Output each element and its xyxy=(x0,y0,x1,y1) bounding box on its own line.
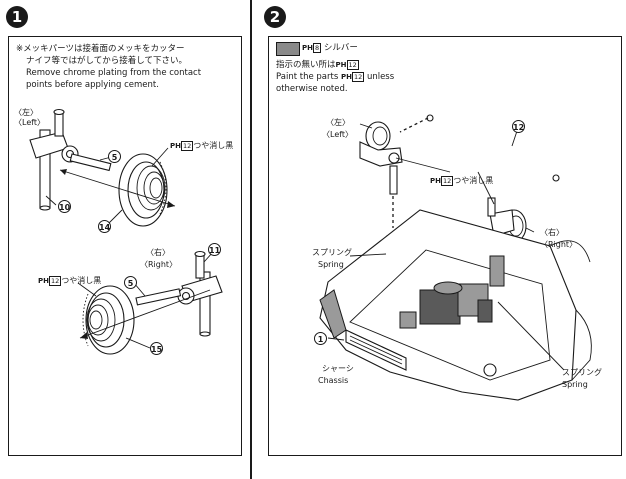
default-paint-en-suffix: unless xyxy=(366,72,395,82)
paint-number: 12 xyxy=(49,276,62,286)
right-label-jp: 〈右〉 xyxy=(540,228,564,237)
default-paint-number: 12 xyxy=(346,60,359,70)
part-callout-icon: 5 xyxy=(108,150,121,163)
swatch-number: 8 xyxy=(313,43,322,53)
paint-number: 12 xyxy=(181,141,194,151)
swatch-name: シルバー xyxy=(323,43,358,53)
right-spring-label-jp: スプリング xyxy=(562,368,602,377)
part-callout-icon: 11 xyxy=(208,243,221,256)
part-callout-icon: 5 xyxy=(124,276,137,289)
swatch-ph-code: PH xyxy=(302,44,313,52)
right-label-en: 〈Right〉 xyxy=(540,240,578,249)
paint-ph-code: PH xyxy=(430,177,441,185)
default-paint-number-en: 12 xyxy=(351,72,365,82)
default-paint-en-prefix: Paint the parts xyxy=(276,72,339,82)
chassis-label-en: Chassis xyxy=(318,376,349,385)
paint-swatch-icon xyxy=(276,42,300,56)
left-knuckle-assembly xyxy=(29,108,176,227)
step-number-icon: 1 xyxy=(6,6,28,28)
left-spring-label-jp: スプリング xyxy=(312,248,352,257)
tie-rod-part xyxy=(399,114,560,182)
left-spring-label-en: Spring xyxy=(318,260,344,269)
part-callout-icon: 10 xyxy=(58,200,71,213)
part-callout-icon: 15 xyxy=(150,342,163,355)
right-label-jp: 〈右〉 xyxy=(146,248,170,257)
step-1-frame xyxy=(8,36,242,456)
step-number-icon: 2 xyxy=(264,6,286,28)
chrome-note-jp-2: ナイフ等ではがしてから接着して下さい。 xyxy=(26,56,187,66)
step-1-illustration xyxy=(29,108,223,355)
chrome-note-jp-1: ※メッキパーツは接着面のメッキをカッター xyxy=(16,44,185,54)
step-2-illustration xyxy=(319,114,592,401)
paint-number: 12 xyxy=(441,176,454,186)
chassis-part xyxy=(319,209,592,401)
step-1-panel: 1 ※メッキパーツは接着面のメッキをカッター ナイフ等ではがしてから接着して下さ… xyxy=(0,0,250,479)
left-label-en: 〈Left〉 xyxy=(14,118,46,127)
left-label-jp: 〈左〉 xyxy=(14,108,38,117)
paint-ph-code: PH xyxy=(38,277,49,285)
default-ph-code-en: PH xyxy=(340,73,352,81)
paint-name: つや消し黒 xyxy=(61,276,102,285)
panel-divider xyxy=(250,0,252,479)
default-paint-jp-text: 指示の無い所は xyxy=(276,60,336,70)
default-ph-code: PH xyxy=(335,61,347,69)
default-paint-en-2: otherwise noted. xyxy=(276,84,348,94)
part-callout-icon: 12 xyxy=(512,120,525,133)
right-label-en: 〈Right〉 xyxy=(140,260,178,269)
paint-name: つや消し黒 xyxy=(193,141,234,150)
right-knuckle-assembly xyxy=(79,250,223,355)
left-label-en: 〈Left〉 xyxy=(322,130,354,139)
chrome-note-en-1: Remove chrome plating from the contact xyxy=(26,68,202,78)
paint-name: つや消し黒 xyxy=(453,176,494,185)
part-callout-icon: 1 xyxy=(314,332,327,345)
chassis-label-jp: シャーシ xyxy=(322,364,354,373)
part-callout-icon: 14 xyxy=(98,220,111,233)
left-hub-part xyxy=(359,121,403,228)
right-spring-label-en: Spring xyxy=(562,380,588,389)
paint-ph-code: PH xyxy=(170,142,181,150)
left-label-jp: 〈左〉 xyxy=(326,118,350,127)
chrome-note-en-2: points before applying cement. xyxy=(26,80,159,90)
